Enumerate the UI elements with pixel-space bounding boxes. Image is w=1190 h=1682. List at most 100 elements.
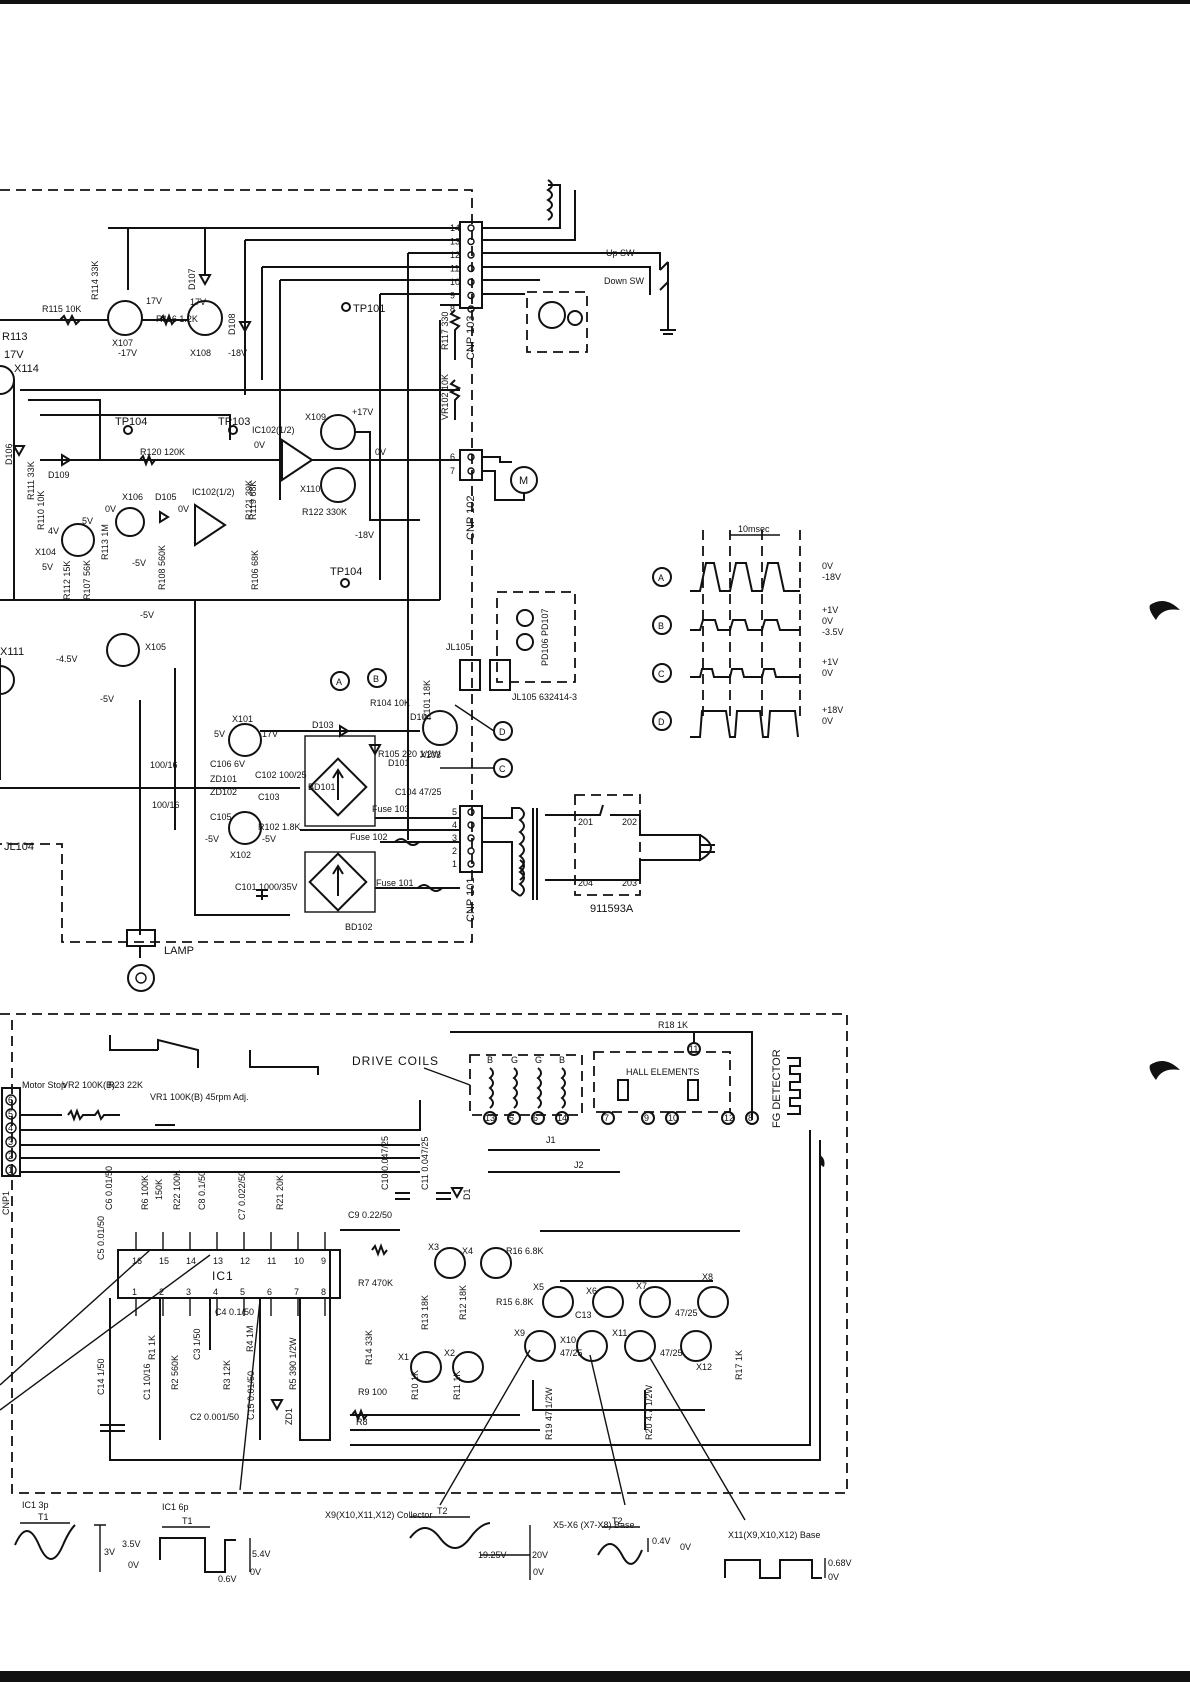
cnp101-pin	[467, 821, 475, 829]
svg-text:X105: X105	[145, 642, 166, 652]
svg-text:R101 18K: R101 18K	[422, 680, 432, 720]
led-indicator	[567, 310, 583, 326]
waveform-level-label: -18V	[822, 572, 841, 582]
svg-text:D106: D106	[4, 443, 14, 465]
ic1-label: IC1	[212, 1269, 234, 1283]
edge-mark-2	[1149, 1061, 1180, 1080]
svg-text:D107: D107	[187, 268, 197, 290]
svg-text:C15 0.01/50: C15 0.01/50	[246, 1371, 256, 1420]
svg-text:R13 18K: R13 18K	[420, 1295, 430, 1330]
transistor-x106	[115, 507, 145, 537]
svg-text:X3: X3	[428, 1242, 439, 1252]
svg-text:0V: 0V	[533, 1567, 544, 1577]
waveform-point-label: D	[658, 717, 665, 727]
hall-pin-label: 8	[748, 1113, 753, 1123]
waveform-trace	[690, 668, 800, 678]
waveform-point-marker	[652, 663, 672, 683]
connector-cnp102: 6 7 CNP 102	[450, 449, 483, 540]
svg-text:X9: X9	[514, 1328, 525, 1338]
svg-text:C105: C105	[210, 812, 232, 822]
transistor-x6	[592, 1286, 624, 1318]
svg-text:R5 390 1/2W: R5 390 1/2W	[288, 1337, 298, 1390]
cnp103-pin	[467, 291, 475, 300]
svg-text:C9 0.22/50: C9 0.22/50	[348, 1210, 392, 1220]
transistor-x110	[320, 467, 356, 503]
svg-text:X9(X10,X11,X12) Collector: X9(X10,X11,X12) Collector	[325, 1510, 432, 1520]
cnp101-pin-label: 3	[452, 833, 457, 843]
svg-text:R122 330K: R122 330K	[302, 507, 347, 517]
transistor-x104	[61, 523, 95, 557]
period-label: 10msec	[738, 524, 770, 534]
left-r113: R113	[2, 331, 27, 343]
hall-pin	[665, 1111, 679, 1125]
cnp103-pin-label: 10	[450, 277, 460, 287]
svg-text:R3 12K: R3 12K	[222, 1360, 232, 1390]
ic1	[117, 1249, 341, 1299]
svg-text:T1: T1	[38, 1512, 49, 1522]
svg-text:X101: X101	[232, 714, 253, 724]
svg-text:17V: 17V	[262, 729, 278, 739]
svg-text:47/25: 47/25	[675, 1308, 698, 1318]
waveform-point-label: A	[658, 573, 664, 583]
svg-text:R8: R8	[356, 1417, 368, 1427]
waveform-level-label: 0V	[822, 616, 833, 626]
svg-text:VR1 100K(B) 45rpm Adj.: VR1 100K(B) 45rpm Adj.	[150, 1092, 249, 1102]
svg-text:D101: D101	[388, 758, 410, 768]
svg-text:3V: 3V	[104, 1547, 115, 1557]
bridge-bd101	[308, 757, 368, 817]
svg-text:R11 1K: R11 1K	[452, 1371, 462, 1400]
transistor-x105	[106, 633, 140, 667]
svg-text:R14 33K: R14 33K	[364, 1330, 374, 1365]
cnp1-pin	[5, 1150, 17, 1162]
waveform-level-label: 0V	[822, 668, 833, 678]
svg-text:R120 120K: R120 120K	[140, 447, 185, 457]
cnp1-pin-label: 3	[8, 1137, 13, 1147]
svg-text:11: 11	[689, 1044, 698, 1054]
svg-text:Fuse 102: Fuse 102	[350, 832, 388, 842]
transistor-x3	[434, 1247, 466, 1279]
cnp1-pin	[5, 1108, 17, 1120]
svg-text:X11(X9,X10,X12) Base: X11(X9,X10,X12) Base	[728, 1530, 820, 1540]
ac-plug	[699, 834, 712, 862]
svg-text:D108: D108	[227, 313, 237, 335]
svg-text:R114 33K: R114 33K	[90, 261, 100, 300]
svg-text:R1 1K: R1 1K	[147, 1335, 157, 1360]
svg-text:X4: X4	[462, 1246, 473, 1256]
svg-text:C5 0.01/50: C5 0.01/50	[96, 1216, 106, 1260]
svg-text:VR2 100K(B): VR2 100K(B)	[62, 1080, 115, 1090]
svg-text:R112 15K: R112 15K	[62, 561, 72, 600]
svg-text:D1: D1	[462, 1188, 472, 1200]
svg-text:R6 100K: R6 100K	[140, 1175, 150, 1210]
svg-text:JL105: JL105	[446, 642, 471, 652]
svg-text:R106 68K: R106 68K	[250, 550, 260, 590]
cnp103-pin-label: 13	[450, 237, 460, 247]
ic102-lower	[194, 503, 227, 547]
svg-text:-5V: -5V	[140, 610, 154, 620]
cnp103-pin	[467, 305, 475, 313]
top-edge-bar	[0, 0, 1190, 4]
svg-text:D103: D103	[312, 720, 334, 730]
svg-text:-18V: -18V	[228, 348, 247, 358]
svg-text:0V: 0V	[680, 1542, 691, 1552]
svg-text:0.6V: 0.6V	[218, 1574, 237, 1584]
svg-text:20V: 20V	[532, 1550, 548, 1560]
svg-text:-18V: -18V	[355, 530, 374, 540]
tp104-label: TP104	[330, 566, 362, 578]
waveform-point-marker	[652, 567, 672, 587]
transformer-primary	[518, 807, 525, 881]
svg-text:R107 56K: R107 56K	[82, 560, 92, 600]
hall-pin	[721, 1111, 735, 1125]
svg-text:R111 33K: R111 33K	[26, 461, 36, 500]
svg-text:R113 1M: R113 1M	[100, 524, 110, 560]
left-x114: X114	[14, 363, 39, 375]
coil-letter: B	[559, 1055, 565, 1065]
svg-text:X110: X110	[300, 484, 320, 494]
cnp103-pin-label: 11	[450, 264, 459, 274]
point-a	[330, 671, 350, 691]
drive-coil	[512, 1067, 518, 1109]
cnp101-pin	[467, 860, 475, 868]
bottom-edge-bar	[0, 1671, 1190, 1682]
cnp103-pin-label: 9	[450, 291, 455, 301]
